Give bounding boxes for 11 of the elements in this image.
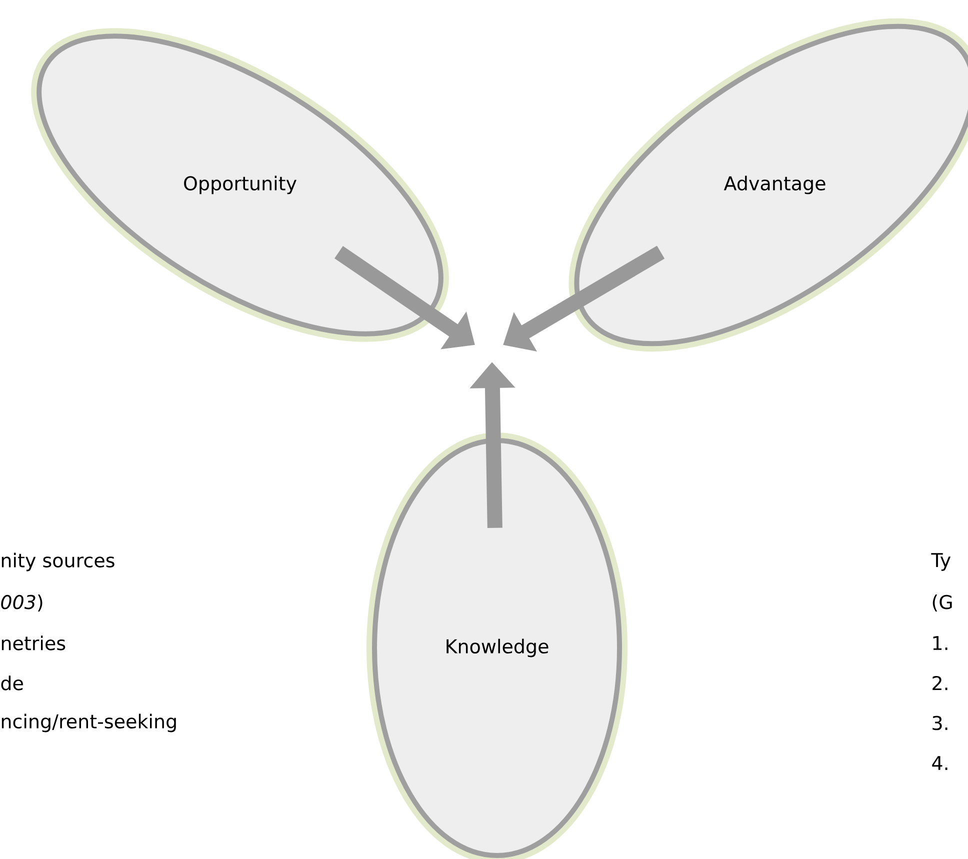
list-text: (G bbox=[932, 594, 952, 612]
list-text: 4. bbox=[932, 756, 948, 770]
list-text: 3. bbox=[932, 716, 948, 730]
list-text: nity sources bbox=[2, 552, 114, 572]
list-text: ncing/rent-seeking bbox=[2, 714, 176, 732]
list-text: 2. bbox=[932, 676, 948, 690]
list-text: netries bbox=[2, 636, 66, 650]
list-text: Ty bbox=[931, 553, 951, 571]
list-text: 003) bbox=[1, 594, 42, 612]
list-text: 1. bbox=[933, 636, 948, 650]
list-text: de bbox=[1, 676, 23, 690]
